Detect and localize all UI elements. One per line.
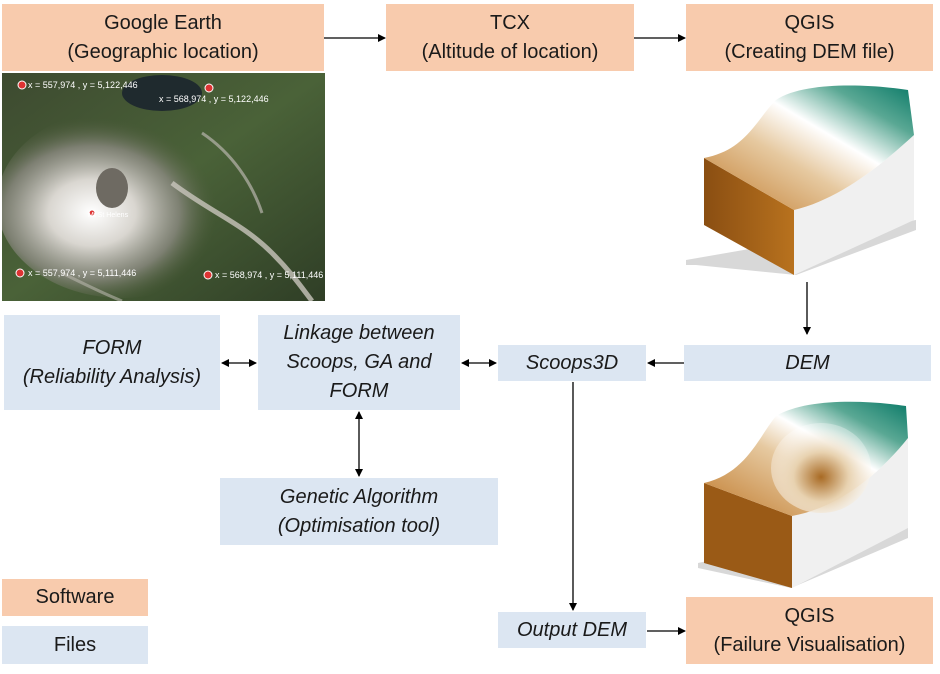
form-box: FORM (Reliability Analysis) [4,315,220,410]
genetic-algorithm-title: Genetic Algorithm [279,485,439,508]
scoops3d-box: Scoops3D [498,345,646,381]
google-earth-subtitle: (Geographic location) [67,40,259,63]
qgis-dem-box: QGIS (Creating DEM file) [686,4,933,71]
linkage-line-2: Scoops, GA and [286,351,432,373]
form-title: FORM [82,336,142,359]
dem-label: DEM [785,351,830,374]
marker-label-4: x = 568,974 , y = 5,111,446 [215,270,324,280]
dem-box: DEM [684,345,931,381]
scoops3d-label: Scoops3D [525,351,619,374]
google-earth-title: Google Earth [104,11,222,34]
qgis-dem-title: QGIS [784,11,835,34]
qgis-failure-subtitle: (Failure Visualisation) [713,633,906,656]
legend-files-label: Files [53,633,97,656]
marker-label-3: x = 557,974 , y = 5,111,446 [28,268,137,278]
dem-3d-render-failure [696,398,916,594]
form-subtitle: (Reliability Analysis) [22,365,202,388]
linkage-line-3: FORM [329,380,389,402]
tcx-box: TCX (Altitude of location) [386,4,634,71]
linkage-line-1: Linkage between [283,322,435,344]
marker-label-2: x = 568,974 , y = 5,122,446 [159,94,269,104]
marker-label-center: Mt St Helens [88,212,129,219]
legend-files: Files [2,626,148,664]
output-dem-box: Output DEM [498,612,646,648]
marker-label-1: x = 557,974 , y = 5,122,446 [28,80,138,90]
google-earth-box: Google Earth (Geographic location) [2,4,324,71]
dem-3d-render-top [686,80,936,280]
genetic-algorithm-subtitle: (Optimisation tool) [277,514,441,537]
satellite-image: x = 557,974 , y = 5,122,446 x = 568,974 … [2,73,325,301]
qgis-failure-box: QGIS (Failure Visualisation) [686,597,933,664]
qgis-failure-title: QGIS [784,604,835,627]
tcx-title: TCX [490,11,530,34]
linkage-box: Linkage between Scoops, GA and FORM [258,315,460,410]
genetic-algorithm-box: Genetic Algorithm (Optimisation tool) [220,478,498,545]
tcx-subtitle: (Altitude of location) [421,40,599,63]
output-dem-label: Output DEM [516,618,628,641]
legend-software: Software [2,579,148,616]
legend-software-label: Software [35,586,115,608]
qgis-dem-subtitle: (Creating DEM file) [724,40,895,63]
